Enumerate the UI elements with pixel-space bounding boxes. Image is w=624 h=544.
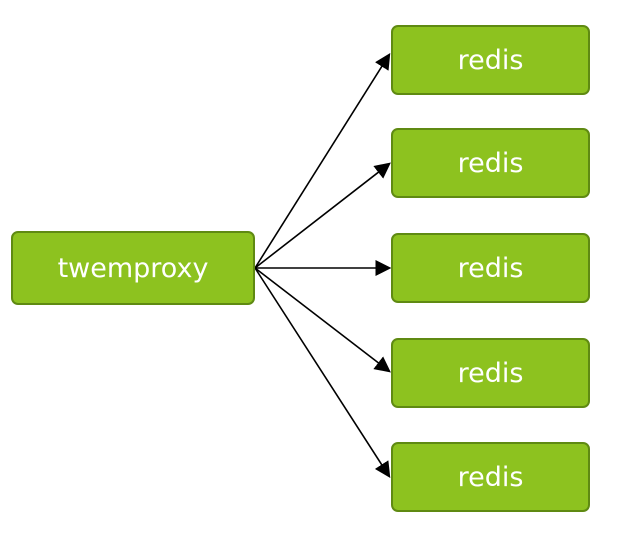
twemproxy-node: twemproxy [11,231,255,305]
redis-label-3: redis [457,252,524,284]
arrow-to-redis-5 [254,267,391,479]
redis-label-2: redis [457,147,524,179]
arrow-to-redis-1 [254,52,391,269]
redis-label-5: redis [457,461,524,493]
redis-node-3: redis [391,233,590,303]
redis-node-2: redis [391,128,590,198]
arrow-to-redis-4 [254,267,391,373]
redis-label-1: redis [457,44,524,76]
redis-node-4: redis [391,338,590,408]
redis-node-5: redis [391,442,590,512]
arrow-to-redis-2 [254,162,391,269]
redis-node-1: redis [391,25,590,95]
redis-label-4: redis [457,357,524,389]
twemproxy-label: twemproxy [57,252,209,284]
